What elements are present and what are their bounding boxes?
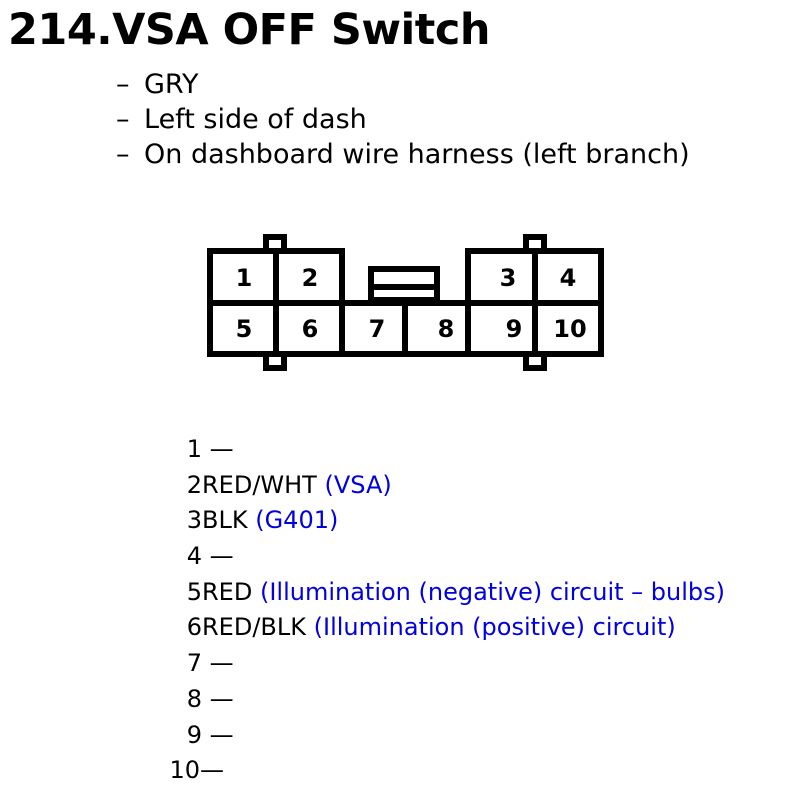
- pin-row: 4 —: [186, 542, 234, 571]
- bullet-dash: –: [116, 69, 130, 100]
- connector-info-list: –GRY –Left side of dash –On dashboard wi…: [116, 67, 690, 172]
- pin-row: 5RED (Illumination (negative) circuit – …: [186, 577, 726, 606]
- pin-row: 1 —: [186, 435, 234, 463]
- page-title: 214.VSA OFF Switch: [8, 5, 490, 55]
- connector-diagram: 1 2 3 4 5 6 7 8 9 10: [207, 234, 604, 371]
- pin-label-3: 3: [500, 264, 517, 292]
- pin-label-9: 9: [506, 315, 523, 343]
- info-color: –GRY: [116, 69, 199, 100]
- pin-label-8: 8: [438, 315, 455, 343]
- pin-row: 7 —: [186, 649, 234, 678]
- pin-list: 1 — 2RED/WHT (VSA) 3BLK (G401) 4 — 5RED …: [166, 432, 725, 789]
- pin-row: 2RED/WHT (VSA): [186, 470, 392, 499]
- pin-label-10: 10: [553, 315, 586, 343]
- bullet-dash: –: [116, 139, 130, 170]
- pin-row: 9 —: [186, 720, 234, 749]
- info-harness: –On dashboard wire harness (left branch): [116, 139, 690, 170]
- pin-label-7: 7: [369, 315, 386, 343]
- pin-label-6: 6: [302, 315, 319, 343]
- pin-row: 8 —: [186, 684, 234, 713]
- info-location: –Left side of dash: [116, 104, 367, 135]
- bullet-dash: –: [116, 104, 130, 135]
- pin-label-2: 2: [302, 264, 319, 292]
- pin-label-1: 1: [236, 264, 253, 292]
- pin-row: 10—: [169, 756, 224, 785]
- pin-row: 3BLK (G401): [186, 506, 339, 535]
- pin-row: 6RED/BLK (Illumination (positive) circui…: [186, 613, 676, 642]
- pin-label-5: 5: [236, 315, 253, 343]
- pin-label-4: 4: [560, 264, 577, 292]
